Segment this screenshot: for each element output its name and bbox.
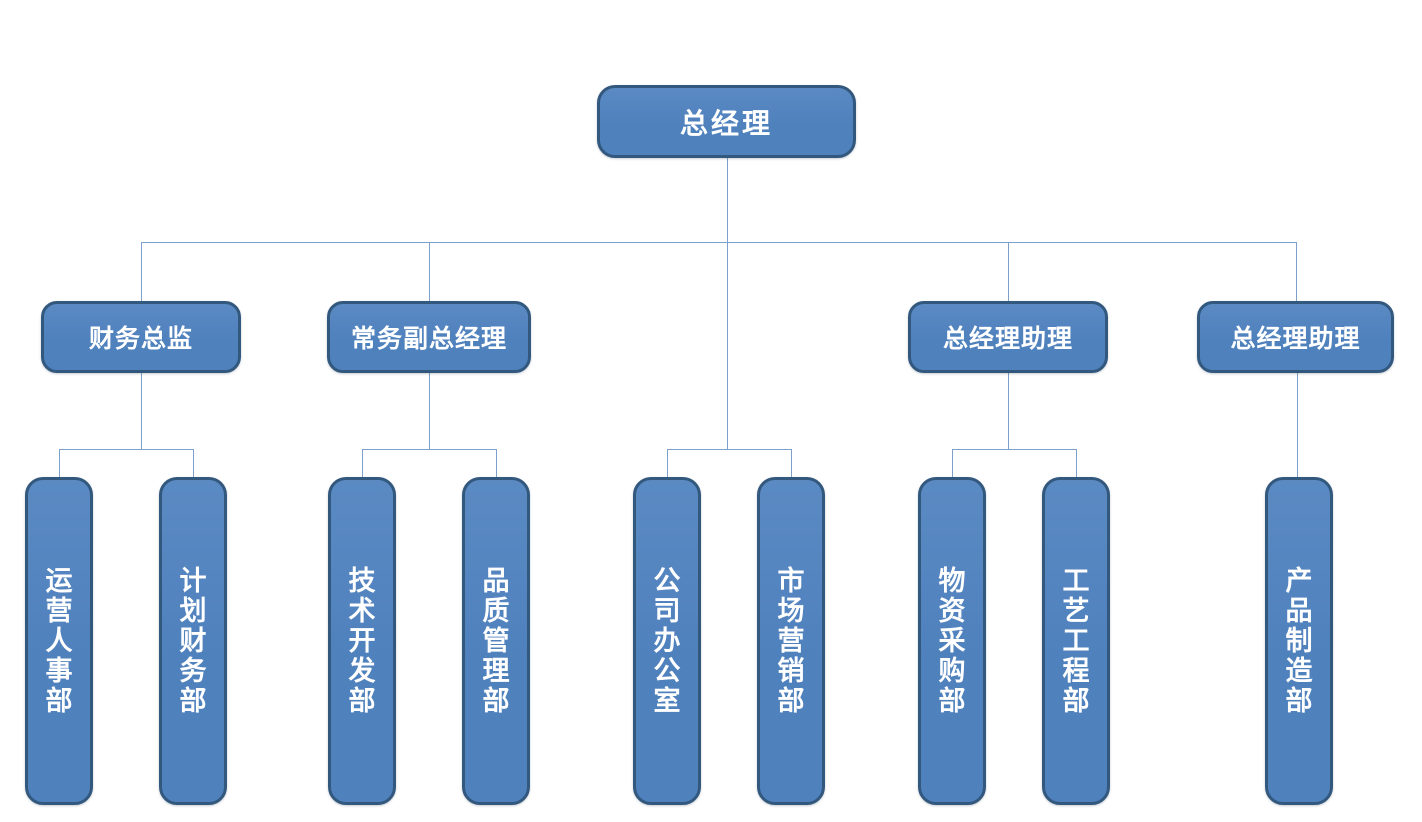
node-dept-materials-procurement[interactable]: 物 资 采 购 部	[918, 477, 986, 805]
connector-drop-assistant2	[1296, 242, 1297, 301]
connector-bus-branch4	[952, 449, 1076, 450]
connector-drop-dept2	[193, 449, 194, 477]
connector-feed-branch2	[429, 373, 430, 449]
node-dept-product-manufacturing[interactable]: 产 品 制 造 部	[1265, 477, 1333, 805]
node-finance-director[interactable]: 财务总监	[41, 301, 241, 373]
node-label: 运 营 人 事 部	[45, 566, 73, 716]
node-label: 财务总监	[88, 326, 193, 353]
connector-feed-branch1	[141, 373, 142, 449]
node-executive-deputy-gm[interactable]: 常务副总经理	[327, 301, 531, 373]
node-label: 工 艺 工 程 部	[1062, 566, 1090, 716]
connector-drop-evp	[429, 242, 430, 301]
node-label: 产 品 制 造 部	[1285, 566, 1313, 716]
node-dept-marketing[interactable]: 市 场 营 销 部	[757, 477, 825, 805]
node-gm-assistant-1[interactable]: 总经理助理	[908, 301, 1108, 373]
node-label: 技 术 开 发 部	[348, 566, 376, 716]
connector-drop-dept8	[1076, 449, 1077, 477]
node-dept-tech-development[interactable]: 技 术 开 发 部	[328, 477, 396, 805]
node-label: 总经理助理	[1230, 326, 1361, 353]
connector-bus-branch3	[667, 449, 791, 450]
connector-root-stem	[727, 158, 728, 449]
node-label: 品 质 管 理 部	[482, 566, 510, 716]
connector-drop-assistant1	[1008, 242, 1009, 301]
connector-drop-dept3	[362, 449, 363, 477]
connector-drop-dept7	[952, 449, 953, 477]
node-label: 总经理	[679, 108, 773, 140]
node-dept-quality-management[interactable]: 品 质 管 理 部	[462, 477, 530, 805]
node-dept-company-office[interactable]: 公 司 办 公 室	[633, 477, 701, 805]
connector-feed-branch4	[1008, 373, 1009, 449]
connector-drop-dept5	[667, 449, 668, 477]
connector-drop-dept9	[1297, 373, 1298, 477]
node-label: 计 划 财 务 部	[179, 566, 207, 716]
node-gm-assistant-2[interactable]: 总经理助理	[1197, 301, 1394, 373]
connector-level2-bus	[141, 242, 1296, 243]
connector-drop-dept6	[791, 449, 792, 477]
node-label: 总经理助理	[942, 326, 1073, 353]
connector-drop-dept4	[496, 449, 497, 477]
node-dept-operations-hr[interactable]: 运 营 人 事 部	[25, 477, 93, 805]
connector-drop-cfo	[141, 242, 142, 301]
node-label: 物 资 采 购 部	[938, 566, 966, 716]
connector-bus-branch2	[362, 449, 496, 450]
connector-drop-dept1	[59, 449, 60, 477]
node-dept-process-engineering[interactable]: 工 艺 工 程 部	[1042, 477, 1110, 805]
node-dept-planning-finance[interactable]: 计 划 财 务 部	[159, 477, 227, 805]
node-label: 公 司 办 公 室	[653, 566, 681, 716]
node-label: 市 场 营 销 部	[777, 566, 805, 716]
node-label: 常务副总经理	[350, 326, 507, 353]
connector-bus-branch1	[59, 449, 193, 450]
node-general-manager[interactable]: 总经理	[597, 85, 856, 158]
